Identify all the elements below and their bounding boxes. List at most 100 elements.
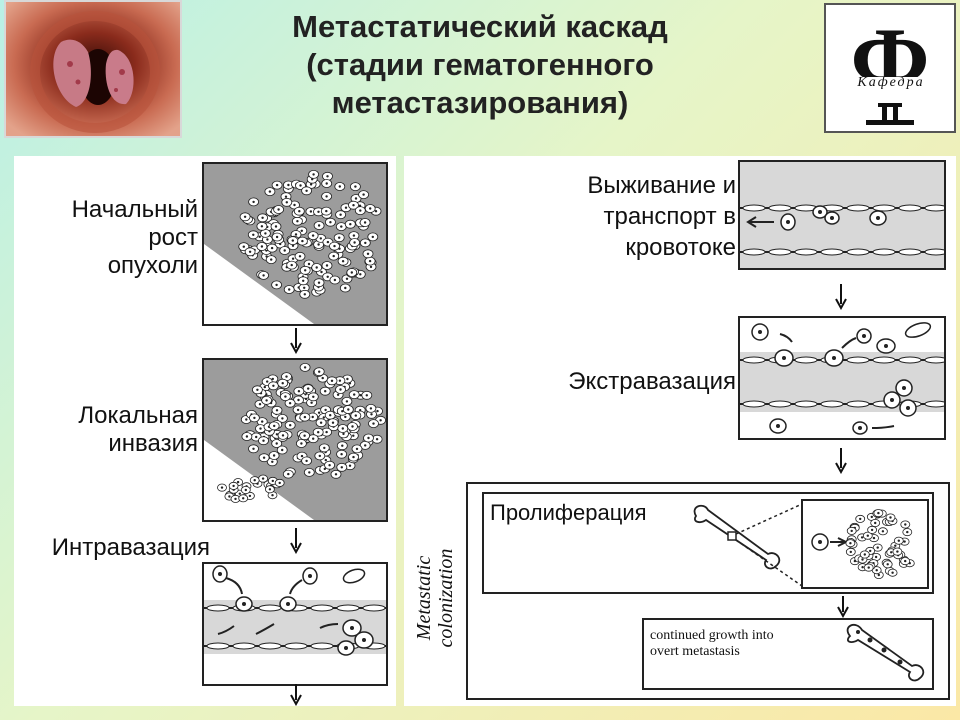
cell-nucleus xyxy=(875,569,878,572)
endothelial-cell-icon xyxy=(310,604,334,612)
cell-nucleus xyxy=(228,495,231,498)
cell-nucleus xyxy=(325,430,328,434)
cell-nucleus xyxy=(297,398,300,402)
cell-nucleus xyxy=(317,411,321,414)
cell-nucleus xyxy=(317,431,320,434)
cell-nucleus xyxy=(355,447,359,451)
cell-nucleus xyxy=(359,273,362,276)
cell-nucleus xyxy=(275,433,279,436)
endothelial-cell-icon xyxy=(232,642,256,650)
cell-nucleus xyxy=(311,234,315,237)
cell-nucleus xyxy=(262,274,265,277)
cell-nucleus xyxy=(258,403,262,406)
cell-nucleus xyxy=(308,471,311,474)
final-caption: continued growth into overt metastasis xyxy=(650,628,774,660)
cell-nucleus xyxy=(341,427,344,430)
cell-nucleus xyxy=(897,539,900,542)
cell-nucleus xyxy=(351,425,354,428)
cell-nucleus xyxy=(303,293,306,296)
endothelial-cell-icon xyxy=(768,400,792,408)
endothelial-cell-icon xyxy=(924,356,944,364)
cell-nucleus xyxy=(266,238,269,241)
cell-nucleus xyxy=(342,432,345,436)
stage1-line3: опухоли xyxy=(107,252,198,279)
cell-nucleus xyxy=(281,382,284,385)
cell-nucleus xyxy=(334,473,338,476)
cell-nucleus xyxy=(234,497,237,501)
endothelial-cell-icon xyxy=(310,642,334,650)
cell-nucleus xyxy=(359,394,362,397)
cell-nucleus xyxy=(365,394,368,397)
cell-nucleus xyxy=(268,190,272,193)
cell-nucleus xyxy=(904,559,907,563)
cell-nucleus xyxy=(291,257,295,260)
cell-nucleus xyxy=(345,400,349,403)
side-label-line2: colonization xyxy=(435,548,457,648)
cell-nucleus xyxy=(236,480,240,484)
cell-nucleus xyxy=(285,375,288,378)
cell-nucleus xyxy=(326,275,329,278)
cell-nucleus xyxy=(866,534,869,537)
cell-nucleus xyxy=(320,270,323,274)
cell-nucleus xyxy=(299,184,302,187)
cell-nucleus xyxy=(303,415,307,419)
colonization-side-label: Metastatic colonization xyxy=(404,516,464,676)
endothelial-cell-icon xyxy=(742,248,766,256)
endothelial-cell-icon xyxy=(206,604,230,612)
cell-nucleus xyxy=(321,376,324,380)
endothelial-cell-icon xyxy=(872,204,896,212)
cell-nucleus xyxy=(889,516,892,519)
cell-nucleus xyxy=(894,544,897,547)
cell-nucleus xyxy=(322,416,325,419)
cell-nucleus xyxy=(252,200,255,204)
cell-nucleus xyxy=(255,435,258,439)
cell-nucleus xyxy=(869,549,872,553)
cell-nucleus xyxy=(324,458,327,462)
cell-nucleus xyxy=(359,209,362,212)
endothelial-cell-icon xyxy=(820,248,844,256)
cell-nucleus xyxy=(262,439,265,442)
cell-nucleus xyxy=(331,421,335,424)
cell-nucleus xyxy=(362,193,365,196)
cell-nucleus xyxy=(252,447,255,450)
cell-nucleus xyxy=(265,399,268,402)
stage-label-circulation: Выживание и транспорт в кровотоке xyxy=(484,170,736,263)
stage4-line1: Выживание и xyxy=(587,172,736,199)
endothelial-cell-icon xyxy=(794,400,818,408)
cell-nucleus xyxy=(303,434,306,437)
cell-nucleus xyxy=(259,427,262,430)
cell-nucleus xyxy=(289,424,292,427)
cell-nucleus xyxy=(318,370,321,373)
cell-nucleus xyxy=(870,515,873,519)
cell-nucleus xyxy=(261,477,265,480)
title-line-2: (стадии гематогенного xyxy=(306,47,654,82)
endothelial-cell-icon xyxy=(898,356,922,364)
department-logo: Ф Кафедра xyxy=(824,3,956,133)
endothelial-cell-icon xyxy=(794,248,818,256)
cell-nucleus xyxy=(305,189,308,192)
endothelial-cell-icon xyxy=(846,356,870,364)
cell-nucleus xyxy=(288,402,292,405)
cell-nucleus xyxy=(333,278,337,282)
endothelial-cell-icon xyxy=(258,604,282,612)
svg-text:Ф: Ф xyxy=(850,9,929,111)
stage-label-extravasation: Экстравазация xyxy=(568,368,736,395)
endothelial-cell-icon xyxy=(846,204,870,212)
endothelial-cell-icon xyxy=(924,248,944,256)
title-line-1: Метастатический каскад xyxy=(292,9,668,44)
endothelial-cell-icon xyxy=(872,356,896,364)
cell-nucleus xyxy=(243,215,247,218)
cell-nucleus xyxy=(275,183,279,187)
bone-icon xyxy=(693,504,781,570)
cell-nucleus xyxy=(861,558,864,561)
cell-nucleus xyxy=(278,481,281,485)
cell-nucleus xyxy=(287,183,290,187)
cell-nucleus xyxy=(850,529,853,533)
cell-nucleus xyxy=(275,442,278,445)
endothelial-cell-icon xyxy=(898,204,922,212)
cell-nucleus xyxy=(325,264,329,267)
cell-nucleus xyxy=(291,244,295,247)
cell-nucleus xyxy=(348,464,352,467)
cell-nucleus xyxy=(891,571,894,574)
endothelial-cell-icon xyxy=(742,204,766,212)
